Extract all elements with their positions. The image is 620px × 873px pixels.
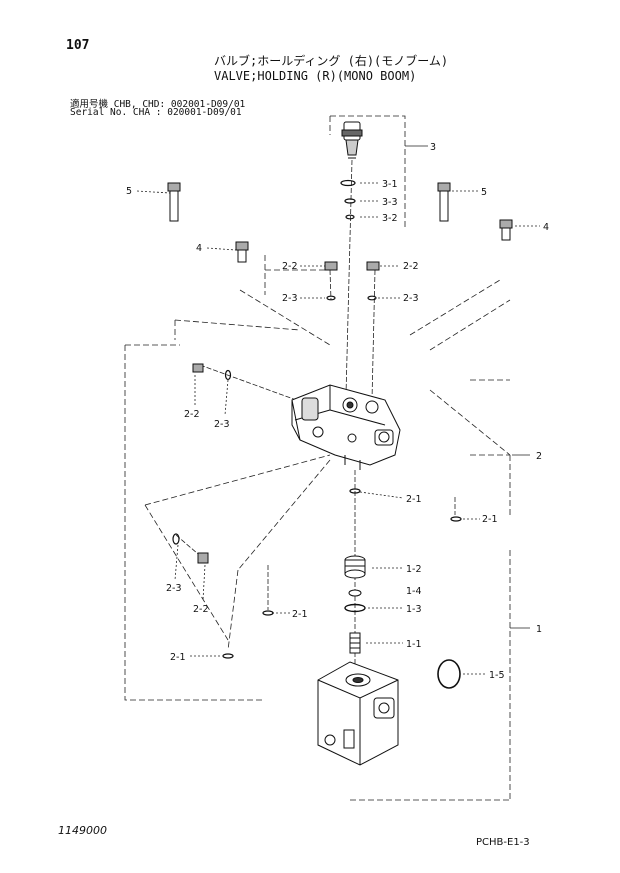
callout-1-3: 1-3 (406, 604, 422, 615)
callout-2-3-d: 2-3 (166, 583, 182, 594)
part-1-3-oring (344, 603, 366, 613)
callout-1-2: 1-2 (406, 564, 422, 575)
callout-2-2-a: 2-2 (282, 261, 298, 272)
callout-labels: 3 3-1 3-3 3-2 5 5 4 4 2-2 2-2 2-3 2-3 2-… (126, 142, 549, 681)
callout-5-left: 5 (126, 186, 132, 197)
callout-4-left: 4 (196, 243, 202, 254)
assembly-boundary-lines (124, 115, 530, 801)
orings-part-2-3-and-2-1 (172, 295, 462, 659)
callout-2-3-b: 2-3 (403, 293, 419, 304)
callout-4-right: 4 (543, 222, 549, 233)
leader-lines (136, 182, 540, 675)
callout-3-2: 3-2 (382, 213, 398, 224)
callout-3-1: 3-1 (382, 179, 398, 190)
part-1-2-piston (344, 555, 366, 579)
part-1-valve-body (317, 661, 399, 766)
part-1-5-oring (437, 659, 461, 689)
title-english: VALVE;HOLDING (R)(MONO BOOM) (214, 69, 417, 83)
callout-2-1-c: 2-1 (292, 609, 308, 620)
callout-3: 3 (430, 142, 436, 153)
serial-number-line: Serial No. CHA : 020001-D09/01 (70, 107, 242, 118)
page-number: 107 (66, 38, 90, 53)
title-japanese: バルブ;ホールディング (右)(モノブーム) (214, 54, 449, 68)
part-1-1-spring (349, 632, 361, 654)
callout-2-3-a: 2-3 (282, 293, 298, 304)
callout-1: 1 (536, 624, 542, 635)
callout-1-5: 1-5 (489, 670, 505, 681)
bolts-part-5 (167, 182, 451, 222)
orings-3-series (340, 179, 356, 220)
part-2-valve-housing (291, 384, 401, 470)
callout-3-3: 3-3 (382, 197, 398, 208)
callout-5-right: 5 (481, 187, 487, 198)
callout-2: 2 (536, 451, 542, 462)
callout-2-1-a: 2-1 (406, 494, 422, 505)
plugs-part-2-2 (192, 261, 380, 564)
callout-2-2-d: 2-2 (193, 604, 209, 615)
callout-1-1: 1-1 (406, 639, 422, 650)
part-3-valve-cartridge (341, 121, 363, 159)
callout-2-3-c: 2-3 (214, 419, 230, 430)
serial-applicability-line: 適用号機 CHB, CHD: 002001-D09/01 (70, 99, 246, 110)
page-code: PCHB-E1-3 (476, 837, 530, 848)
screws-part-4 (235, 219, 513, 263)
callout-2-2-c: 2-2 (184, 409, 200, 420)
callout-1-4: 1-4 (406, 586, 422, 597)
callout-2-1-b: 2-1 (482, 514, 498, 525)
drawing-number: 1149000 (58, 824, 107, 837)
callout-2-1-d: 2-1 (170, 652, 186, 663)
callout-2-2-b: 2-2 (403, 261, 419, 272)
part-1-4-washer (348, 589, 362, 597)
